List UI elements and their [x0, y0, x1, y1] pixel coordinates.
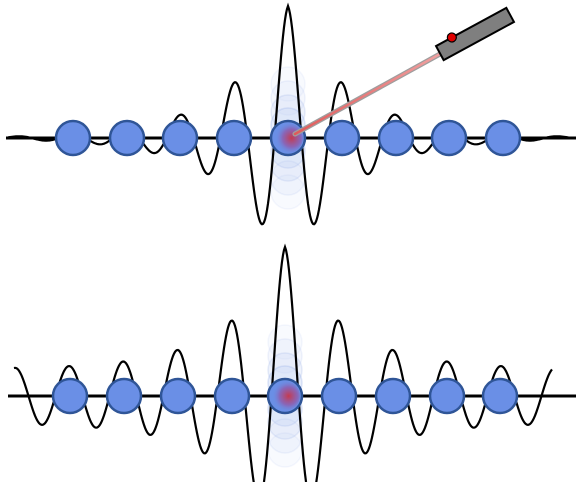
atom-circle-icon: [51, 377, 89, 415]
atom-ghost: [270, 80, 306, 116]
atom-row: [54, 119, 522, 157]
atom-circle-icon: [161, 119, 199, 157]
top-panel: [6, 2, 576, 226]
atom-circle-icon: [215, 119, 253, 157]
atom-circle-icon: [320, 377, 358, 415]
atom-circle-icon: [159, 377, 197, 415]
laser-button-dot: [446, 32, 457, 43]
laser-beam-core: [293, 52, 442, 136]
atom-circle-icon: [108, 119, 146, 157]
atom-ghost: [267, 432, 303, 468]
atom-circle-icon: [430, 119, 468, 157]
wave-function-curve: [7, 2, 573, 226]
atom-circle-icon: [105, 377, 143, 415]
atom-circle-icon: [374, 377, 412, 415]
excitation-glow: [270, 381, 300, 411]
laser-pointer-icon: [434, 6, 516, 62]
atom-circle-icon: [54, 119, 92, 157]
atom-row: [51, 377, 519, 415]
atom-circle-icon: [323, 119, 361, 157]
atom-circle-icon: [481, 377, 519, 415]
atom-circle-icon: [428, 377, 466, 415]
bottom-panel: [8, 243, 576, 482]
atom-ghost: [270, 174, 306, 210]
atom-ghost: [267, 338, 303, 374]
atom-circle-icon: [377, 119, 415, 157]
excitation-glow: [273, 123, 303, 153]
atom-circle-icon: [484, 119, 522, 157]
atom-circle-icon: [213, 377, 251, 415]
